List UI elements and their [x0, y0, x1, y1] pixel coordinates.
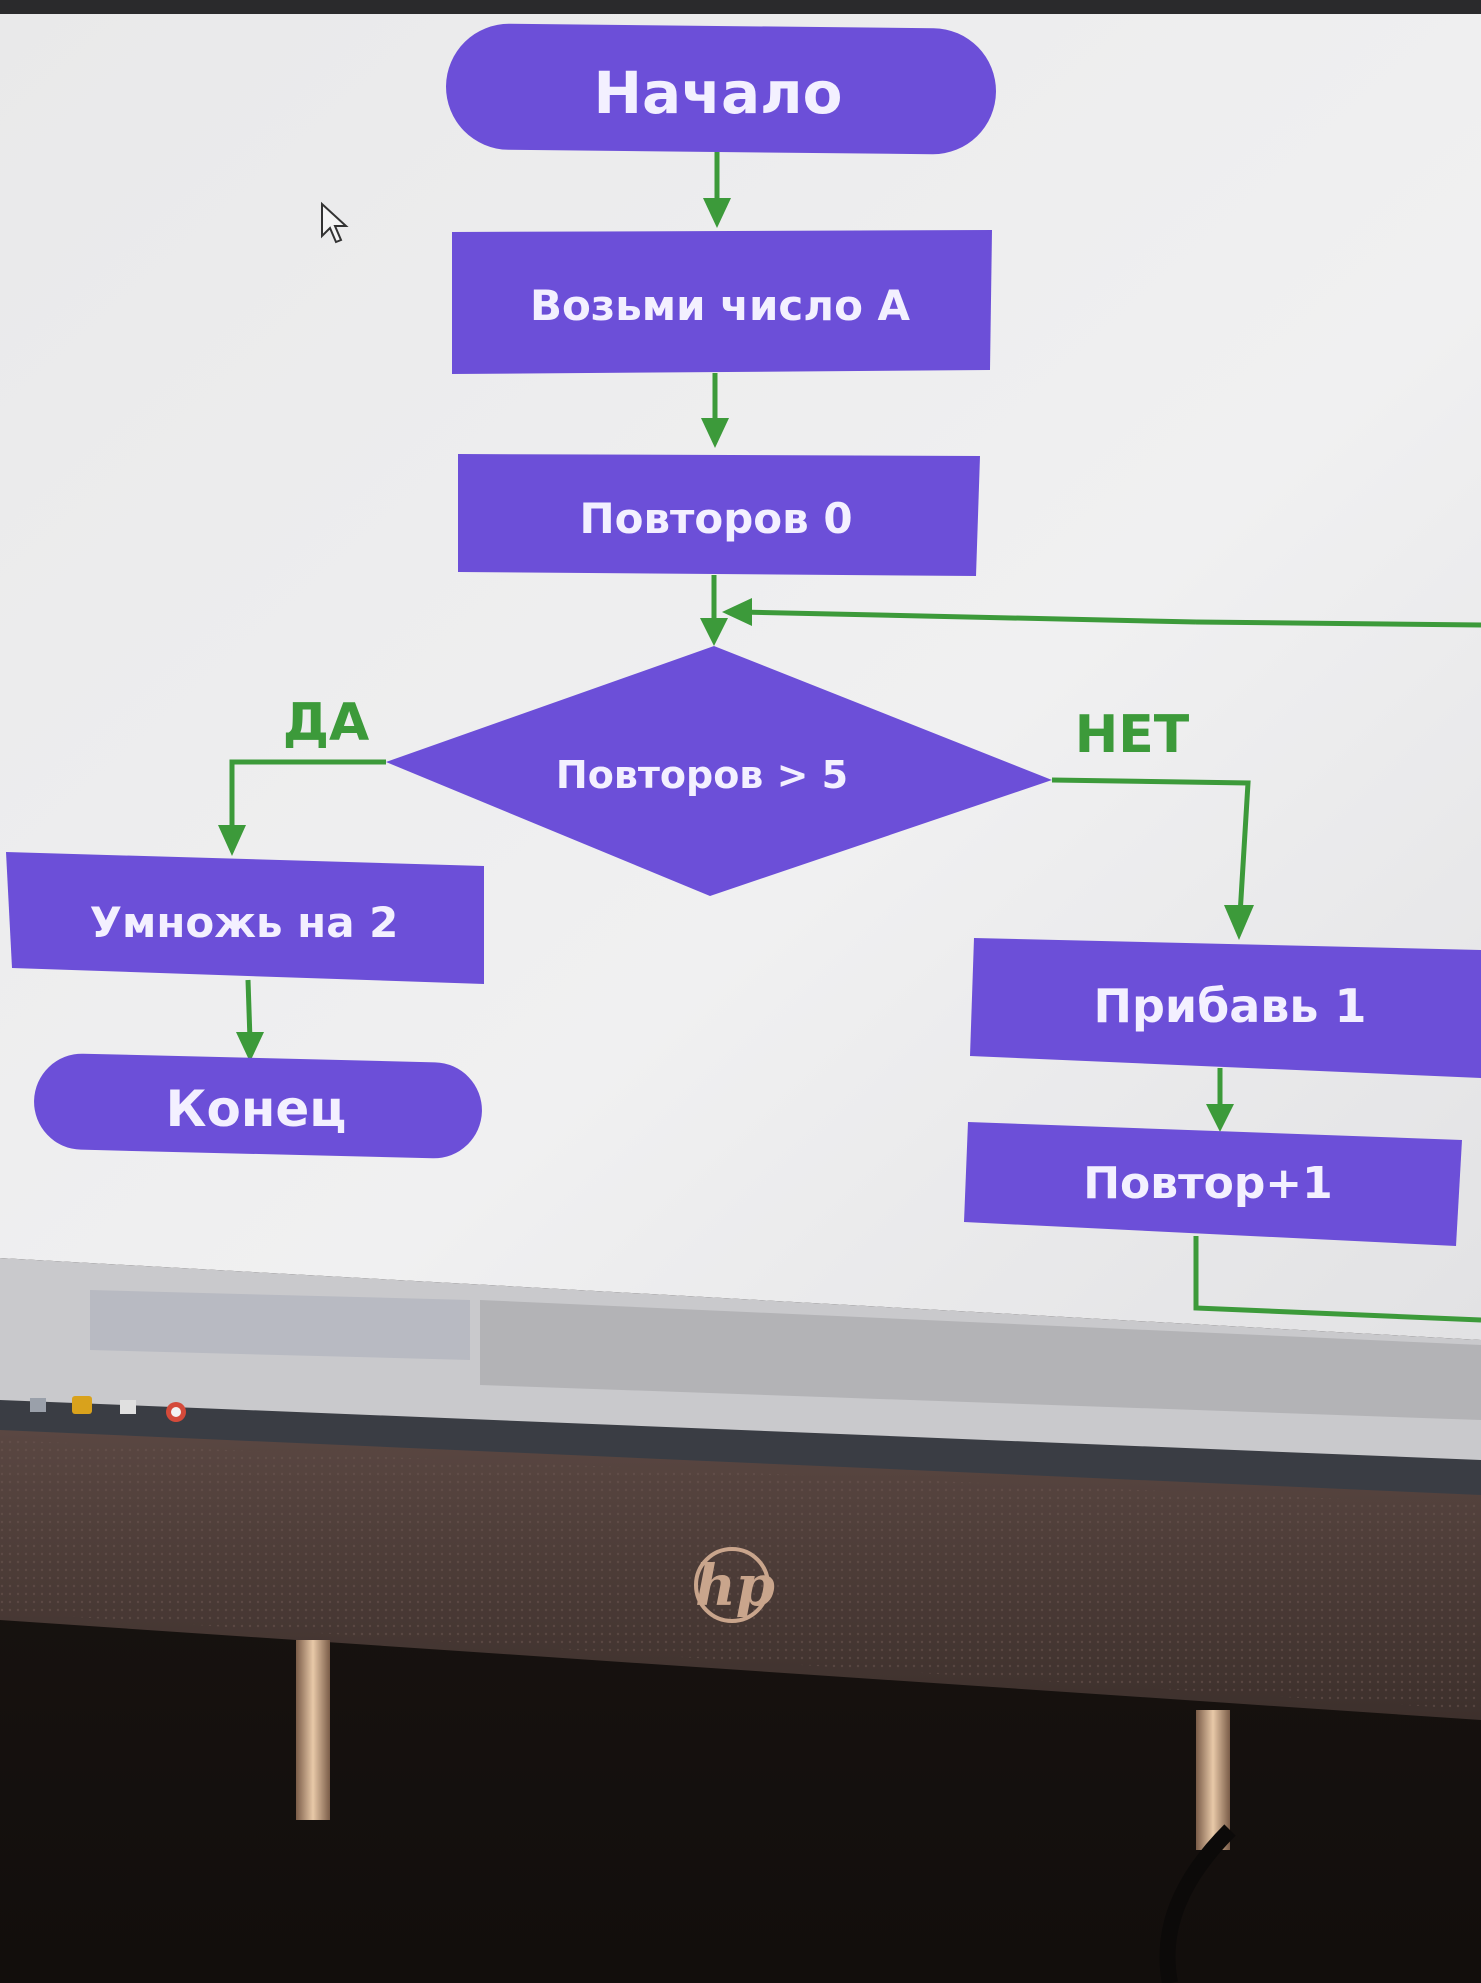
taskbar-app-icons[interactable] [30, 1396, 186, 1422]
connectors [218, 150, 1481, 1323]
speaker-grille [0, 1440, 1481, 1710]
start-node: Начало [446, 23, 996, 155]
process-take-a: Возьми число А [452, 230, 992, 374]
add-one-label: Прибавь 1 [1093, 979, 1366, 1033]
taskbar-bottom [0, 1400, 1481, 1500]
end-node: Конец [34, 1053, 482, 1159]
taskbar-icon[interactable] [30, 1398, 46, 1412]
taskbar-panel [480, 1300, 1481, 1420]
cable [1159, 1824, 1236, 1983]
start-label: Начало [594, 59, 843, 127]
process-multiply: Умножь на 2 [6, 852, 484, 984]
repeats-zero-label: Повторов 0 [579, 494, 852, 543]
taskbar-icon[interactable] [120, 1400, 136, 1414]
taskbar-window [90, 1290, 470, 1360]
taskbar-icon [171, 1407, 181, 1417]
screen-top-edge [0, 0, 1481, 14]
yes-label: ДА [283, 693, 370, 753]
end-label: Конец [166, 1080, 347, 1138]
condition-label: Повторов > 5 [556, 753, 848, 797]
process-add-one: Прибавь 1 [970, 938, 1481, 1078]
repeat-plus-label: Повтор+1 [1083, 1158, 1333, 1209]
take-a-label: Возьми число А [530, 281, 911, 330]
multiply-label: Умножь на 2 [90, 898, 399, 947]
hp-logo-ring [694, 1547, 770, 1623]
stand-leg-left [296, 1640, 330, 1820]
process-repeats-zero: Повторов 0 [458, 454, 980, 576]
mouse-pointer-icon [321, 201, 349, 244]
taskbar-icon[interactable] [72, 1396, 92, 1414]
process-repeat-plus: Повтор+1 [964, 1122, 1462, 1246]
no-label: НЕТ [1075, 705, 1190, 765]
decision-condition: Повторов > 5 [386, 646, 1052, 896]
